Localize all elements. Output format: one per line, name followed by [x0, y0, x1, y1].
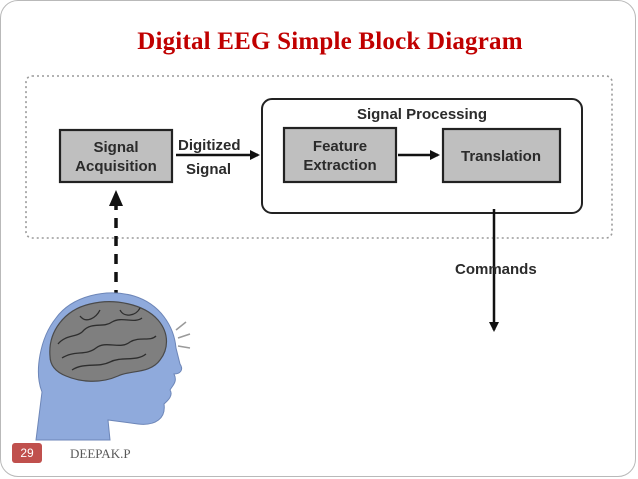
system-boundary — [25, 75, 613, 239]
commands-label: Commands — [455, 261, 537, 278]
eeg-signal-rays-icon — [175, 321, 191, 349]
signal-processing-label: Signal Processing — [357, 106, 487, 123]
signal-acquisition-block: Signal Acquisition — [58, 128, 174, 184]
acquisition-label-line1: Signal — [93, 139, 138, 156]
footer-author: DEEPAK.P — [70, 446, 131, 461]
translation-block: Translation — [441, 127, 562, 184]
feature-label-line2: Extraction — [303, 157, 376, 174]
digitized-label-line1: Digitized — [178, 137, 241, 154]
digitized-label-line2: Signal — [186, 161, 231, 178]
slide-title: Digital EEG Simple Block Diagram — [137, 28, 523, 55]
translation-label: Translation — [461, 148, 541, 165]
feature-label-line1: Feature — [313, 138, 367, 155]
feature-extraction-block: Feature Extraction — [282, 126, 398, 184]
brain-icon — [49, 301, 168, 382]
dashed-arrowhead — [109, 190, 123, 206]
slide-number-badge: 29 — [12, 443, 42, 463]
acquisition-label-line2: Acquisition — [75, 158, 157, 175]
